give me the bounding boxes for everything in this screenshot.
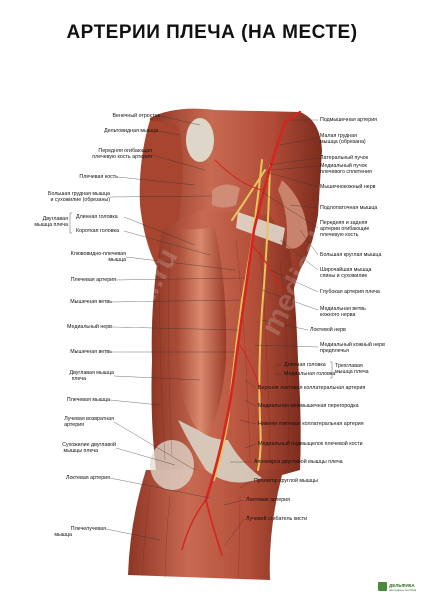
ulnar-artery bbox=[205, 499, 223, 556]
label-biceps-tendon-1: Сухожилие двуглавой bbox=[62, 442, 116, 448]
label-lateral-cord: Латеральный пучок bbox=[320, 155, 369, 161]
label-muscular-branch-1: Мышечная ветвь bbox=[70, 299, 112, 305]
label-muscular-branch-2: Мышечная ветвь bbox=[70, 349, 112, 355]
label-inferior-ulnar-collateral: Нижняя локтевая коллатеральная артерия bbox=[258, 421, 364, 427]
label-biceps-1: Двуглавая мышца bbox=[69, 370, 114, 376]
label-medial-cord-2: плечевого сплетения bbox=[320, 169, 372, 175]
elbow-fascia bbox=[150, 440, 194, 490]
label-pronator-teres: Пронатор круглой мышцы bbox=[254, 478, 318, 484]
median-nerve bbox=[213, 159, 263, 481]
logo-mark-icon bbox=[378, 582, 387, 591]
label-deltoid: Дельтовидная мышца bbox=[104, 128, 158, 134]
label-brachioradialis-2: мышца bbox=[54, 532, 72, 538]
brachial-artery bbox=[204, 120, 287, 502]
label-ulnar-artery-left: Локтевая артерия bbox=[65, 475, 110, 481]
label-medial-epicondyle: Медиальный надмыщелок плечевой кости bbox=[258, 441, 363, 447]
label-brachioradialis-1: Плечелучевая bbox=[70, 526, 106, 532]
label-biceps-tendon-2: мышцы плеча bbox=[63, 448, 98, 454]
label-anterior-circumflex-2: плечевую кость артерия bbox=[92, 154, 152, 160]
label-medial-forearm-nerve-2: предплечья bbox=[320, 348, 349, 354]
label-axillary-artery: Подмышечная артерия bbox=[320, 117, 378, 123]
biceps-muscle bbox=[174, 228, 227, 440]
label-latissimus-2: спины и сухожилие bbox=[320, 273, 368, 279]
label-latissimus-1: Широчайшая мышца bbox=[320, 267, 372, 273]
label-short-head: Короткая головка bbox=[76, 228, 119, 234]
label-circumflex-2: артерии огибающие bbox=[320, 226, 370, 232]
label-anterior-circumflex-1: Передняя огибающая bbox=[98, 148, 152, 154]
logo-subtitle: наглядные пособия bbox=[389, 588, 417, 592]
label-biceps-group-2: мышца плеча bbox=[34, 222, 68, 228]
label-brachial-artery: Плечевая артерия bbox=[70, 277, 116, 283]
label-ulnar-artery-right: Локтевая артерия bbox=[246, 497, 291, 503]
ulnar-collateral-artery bbox=[239, 344, 263, 396]
label-coronoid-process: Венечный отросток bbox=[112, 113, 160, 119]
label-medial-intermuscular-septum: Медиальная межмышечная перегородка bbox=[258, 403, 359, 409]
publisher-logo: ДЕЛЬФИКА наглядные пособия bbox=[378, 582, 418, 592]
label-triceps-medial-head: Медиальная головка bbox=[284, 371, 336, 377]
label-medial-forearm-nerve-1: Медиальный кожный нерв bbox=[320, 342, 385, 348]
label-triceps-long-head: Длинная головка bbox=[284, 362, 326, 368]
deep-brachial-artery bbox=[251, 244, 283, 291]
label-radial-recurrent-1: Лучевая возвратная bbox=[64, 416, 114, 422]
label-triceps-2: мышца плеча bbox=[335, 369, 369, 375]
teres-major bbox=[278, 180, 308, 249]
label-brachialis: Плечевая мышца bbox=[66, 397, 110, 403]
biceps-bracket bbox=[69, 212, 72, 234]
label-pectoralis-minor-2: мышца (обрезана) bbox=[320, 139, 366, 145]
poster-title: АРТЕРИИ ПЛЕЧА (НА МЕСТЕ) bbox=[66, 22, 358, 43]
label-circumflex-3: плечевую кость bbox=[320, 232, 359, 238]
label-bicipital-aponeurosis: Апоневроз двуглавой мышцы плеча bbox=[254, 459, 343, 465]
circumflex-artery bbox=[214, 159, 263, 191]
label-subscapularis: Подлопаточная мышца bbox=[320, 205, 378, 211]
triceps-bracket bbox=[330, 361, 333, 379]
label-radial-recurrent-2: артерия bbox=[64, 422, 84, 428]
label-median-nerve: Медиальный нерв bbox=[67, 324, 112, 330]
ulnar-nerve bbox=[257, 164, 271, 471]
label-medial-cutaneous-branch-2: кожного нерва bbox=[320, 312, 356, 318]
label-pectoralis-1: Большая грудная мышца bbox=[48, 191, 110, 197]
label-medial-cutaneous-branch-1: Медиальная ветвь bbox=[320, 306, 366, 312]
label-musculocutaneous-nerve: Мышечнокожный нерв bbox=[320, 184, 376, 190]
latissimus-tendon bbox=[236, 212, 285, 245]
label-pectoralis-2: и сухожилие (обрезаны) bbox=[50, 197, 110, 203]
label-triceps-1: Трехглавая bbox=[335, 363, 363, 369]
forearm bbox=[128, 470, 300, 580]
label-coracobrachialis-1: Клювовидно-плечевая bbox=[70, 251, 126, 257]
axillary-artery bbox=[283, 110, 302, 124]
pectoral-stump bbox=[212, 184, 240, 208]
musculocutaneous-nerve bbox=[231, 169, 266, 221]
label-deep-brachial-artery: Глубокая артерия плеча bbox=[320, 289, 380, 295]
label-long-head: Длинная головка bbox=[76, 214, 118, 220]
label-medial-cord-1: Медиальный пучок bbox=[320, 163, 367, 169]
radial-artery bbox=[181, 499, 207, 551]
label-ulnar-nerve: Локтевой нерв bbox=[310, 327, 346, 333]
logo-name: ДЕЛЬФИКА bbox=[389, 583, 415, 588]
label-humerus: Плечевая кость bbox=[79, 174, 118, 180]
label-superior-ulnar-collateral: Верхняя локтевая коллатеральная артерия bbox=[258, 385, 366, 391]
label-teres-major: Большая круглая мышца bbox=[320, 252, 382, 258]
label-biceps-group-1: Двуглавая bbox=[42, 216, 68, 222]
shoulder-capsule bbox=[186, 118, 214, 162]
label-circumflex-1: Передняя и задняя bbox=[320, 220, 368, 226]
label-biceps-2: плеча bbox=[71, 376, 86, 382]
label-flexor-carpi-radialis: Лучевой сгибатель кисти bbox=[246, 516, 308, 522]
label-pectoralis-minor-1: Малая грудная bbox=[320, 133, 357, 139]
label-coracobrachialis-2: мышца bbox=[108, 257, 126, 263]
